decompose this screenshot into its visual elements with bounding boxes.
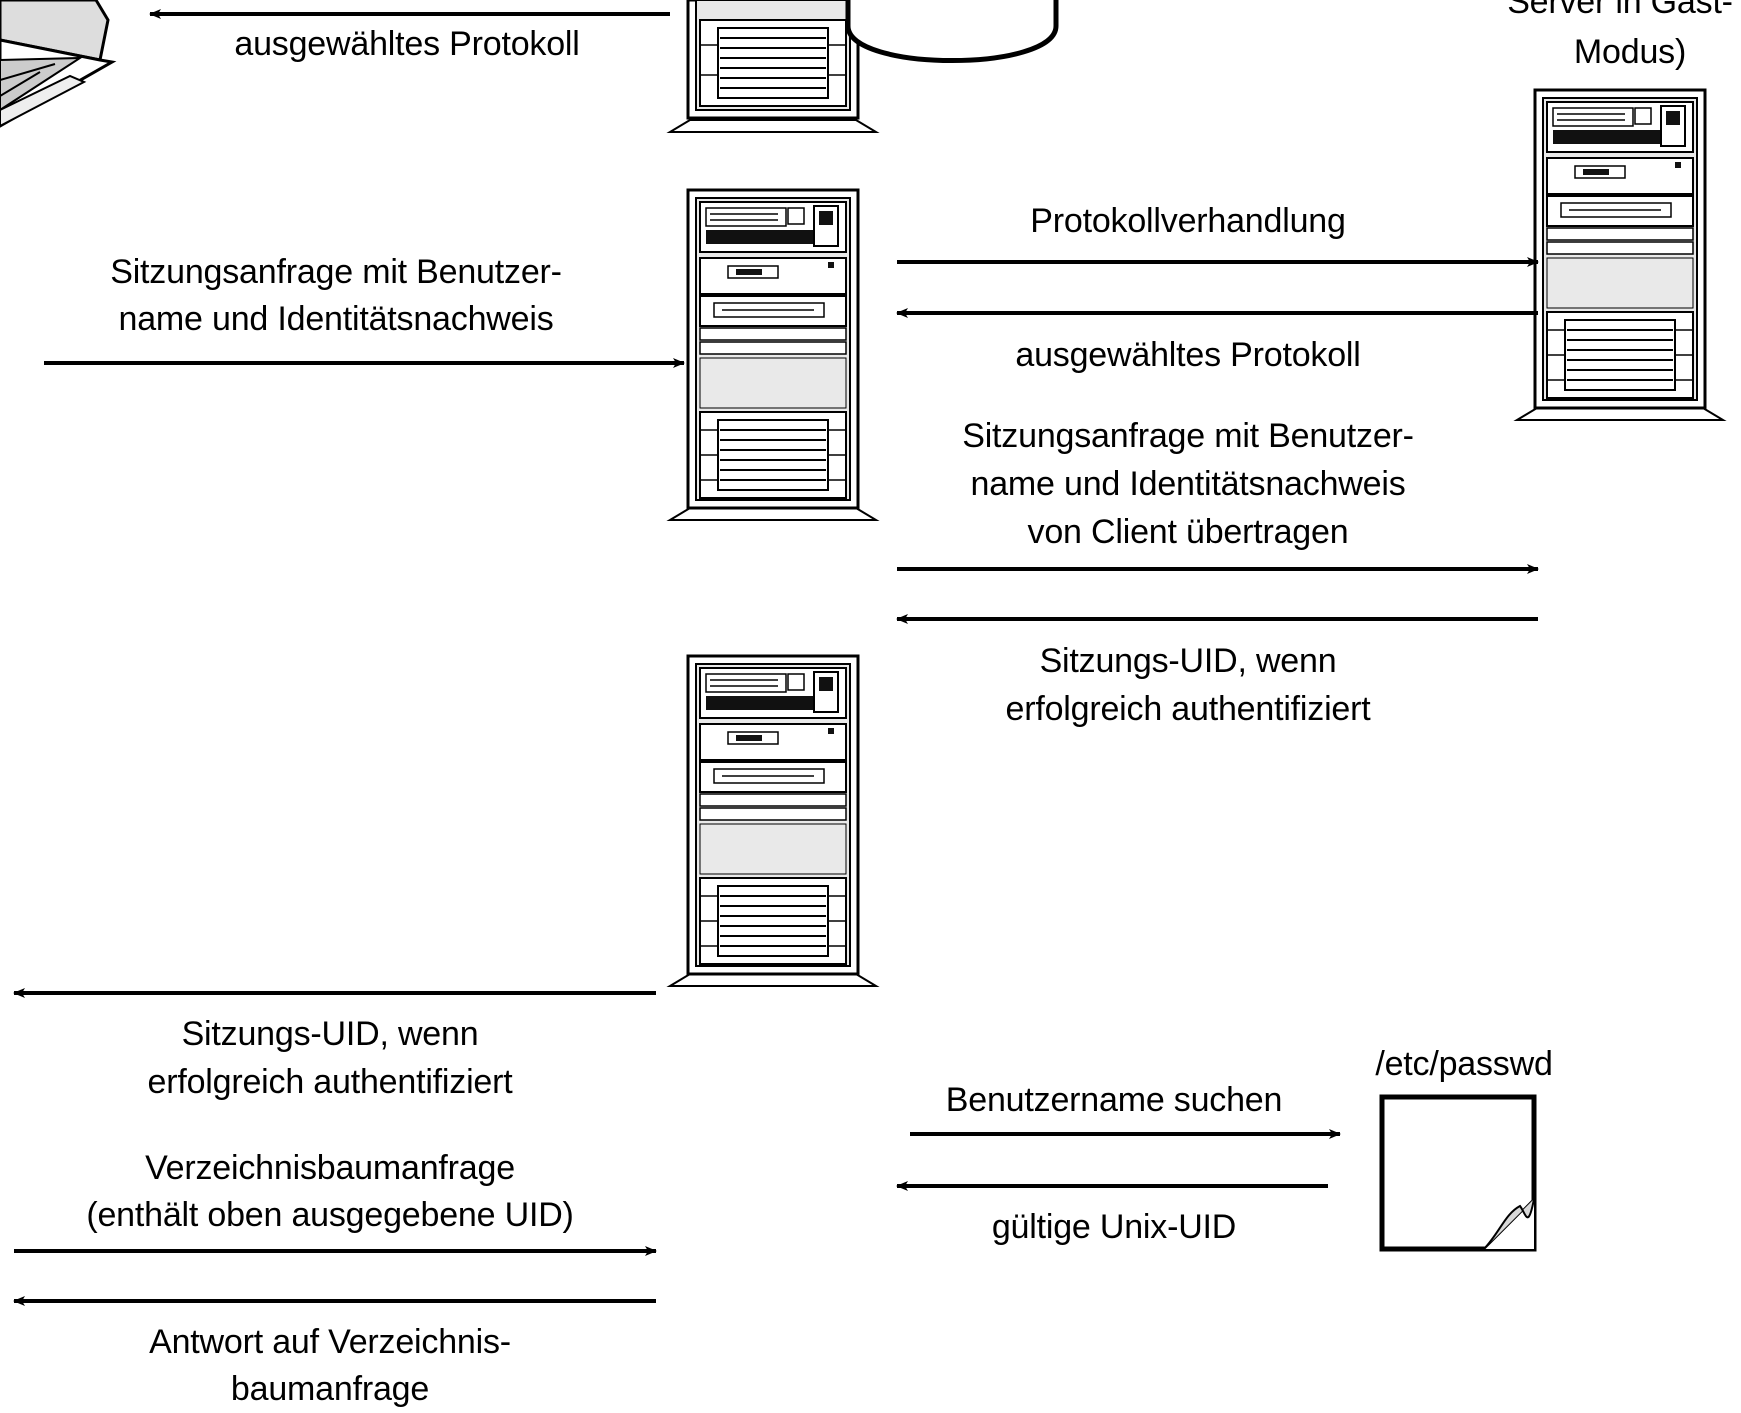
- guest-server-caption-top: Server in Gast-: [1507, 0, 1733, 21]
- guest-server-icon: [1515, 88, 1725, 422]
- client-session-request-line2: name und Identitätsnachweis: [118, 300, 554, 338]
- guest-server-caption-bottom: Modus): [1573, 33, 1687, 71]
- top-server-icon: [666, 0, 880, 133]
- tree-request-line2: (enthält oben ausgegebene UID): [86, 1196, 574, 1234]
- client-session-uid-line2: erfolgreich authentifiziert: [147, 1063, 513, 1101]
- protocol-negotiation-label: Protokollverhandlung: [1030, 202, 1346, 240]
- server-session-uid-line2: erfolgreich authentifiziert: [1005, 690, 1371, 728]
- valid-unix-uid-label: gültige Unix-UID: [991, 1208, 1237, 1246]
- client-session-uid-line1: Sitzungs-UID, wenn: [181, 1015, 479, 1053]
- client-computer-icon: [0, 0, 117, 128]
- tree-response-line2: baumanfrage: [230, 1370, 430, 1408]
- tree-response-line1: Antwort auf Verzeichnis-: [149, 1323, 511, 1361]
- forwarded-request-line3: von Client übertragen: [1027, 513, 1349, 551]
- passwd-file-icon: [1379, 1094, 1537, 1252]
- tree-request-line1: Verzeichnisbaumanfrage: [145, 1149, 515, 1187]
- database-icon: [845, 0, 1059, 63]
- top-selected-protocol-label: ausgewähltes Protokoll: [234, 25, 580, 63]
- passwd-file-label: /etc/passwd: [1375, 1045, 1553, 1083]
- lookup-username-label: Benutzername suchen: [945, 1081, 1283, 1119]
- lower-server-icon: [668, 654, 878, 988]
- middle-server-icon: [668, 188, 878, 522]
- forwarded-request-line1: Sitzungsanfrage mit Benutzer-: [962, 417, 1414, 455]
- server-session-uid-line1: Sitzungs-UID, wenn: [1039, 642, 1337, 680]
- selected-protocol-label: ausgewähltes Protokoll: [1015, 336, 1361, 374]
- client-session-request-line1: Sitzungsanfrage mit Benutzer-: [110, 253, 562, 291]
- forwarded-request-line2: name und Identitätsnachweis: [970, 465, 1406, 503]
